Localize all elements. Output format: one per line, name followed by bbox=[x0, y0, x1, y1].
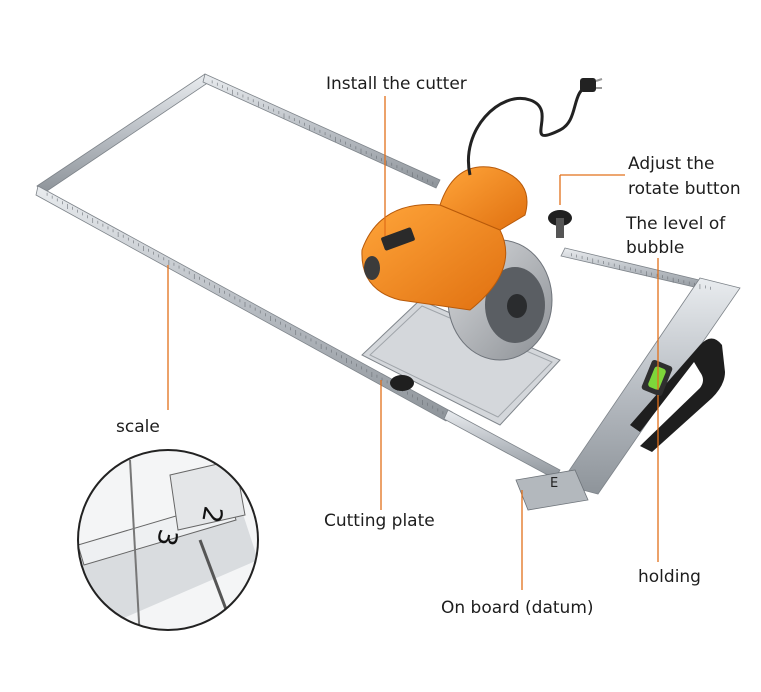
rotate-knob-icon bbox=[548, 210, 572, 238]
scale-ticks bbox=[46, 80, 711, 415]
bubble-level-icon bbox=[641, 359, 673, 397]
label-cutting-plate: Cutting plate bbox=[324, 511, 435, 531]
inset-digit-3: 3 bbox=[150, 527, 182, 549]
datum-marker: E bbox=[550, 476, 558, 491]
inset-digit-2: 2 bbox=[195, 504, 227, 526]
circular-saw bbox=[361, 166, 553, 361]
cutting-plate bbox=[361, 299, 561, 426]
label-level-bubble-line1: The level of bbox=[626, 214, 726, 234]
leader-lines bbox=[167, 96, 659, 590]
label-adjust-rotate-line2: rotate button bbox=[628, 179, 741, 199]
scale-inset: 2 3 bbox=[77, 449, 259, 631]
plug-icon bbox=[580, 78, 603, 92]
power-cord bbox=[467, 83, 591, 176]
label-scale: scale bbox=[116, 417, 160, 437]
label-holding: holding bbox=[638, 567, 701, 587]
label-on-board-datum: On board (datum) bbox=[441, 598, 594, 618]
plate-knob-icon bbox=[390, 375, 414, 391]
carry-handle bbox=[630, 338, 725, 452]
label-level-bubble-line2: bubble bbox=[626, 238, 685, 258]
label-install-cutter: Install the cutter bbox=[326, 74, 467, 94]
label-adjust-rotate-line1: Adjust the bbox=[628, 154, 715, 174]
